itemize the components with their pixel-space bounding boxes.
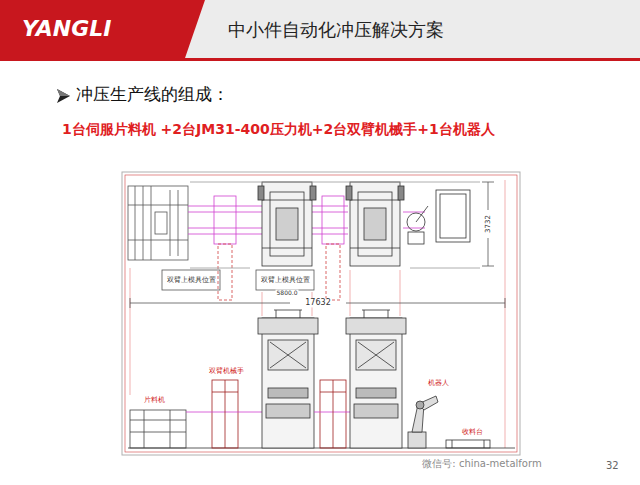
dimension-text: 17632 bbox=[304, 298, 331, 307]
equipment-label: 机器人 bbox=[427, 379, 450, 387]
header-band bbox=[0, 0, 640, 58]
dimension-text: 3732 bbox=[484, 214, 492, 234]
slide-title: 中小件自动化冲压解决方案 bbox=[228, 20, 444, 41]
equipment-label: 收料台 bbox=[461, 428, 484, 436]
drawing-frame bbox=[122, 172, 520, 455]
section-heading: 冲压生产线的组成： bbox=[76, 85, 229, 105]
drawing-border bbox=[125, 175, 517, 452]
logo-band bbox=[0, 0, 205, 58]
logo-text: YANGLI bbox=[22, 16, 112, 41]
header-rule bbox=[0, 58, 640, 61]
plan-view bbox=[128, 182, 494, 300]
line-composition: 1台伺服片料机 +2台JM31-400压力机+2台双臂机械手+1台机器人 bbox=[62, 121, 495, 137]
position-label: 双臂上模具位置 bbox=[261, 276, 310, 284]
elevation-view bbox=[128, 298, 515, 448]
watermark: 微信号: china-metalform bbox=[421, 458, 542, 470]
page-number: 32 bbox=[606, 460, 619, 472]
equipment-label: 片料机 bbox=[143, 396, 166, 404]
position-label: 双臂上模具位置 bbox=[167, 276, 216, 284]
projection-lines bbox=[130, 180, 505, 448]
equipment-label: 双臂机械手 bbox=[208, 367, 245, 375]
dimension-text: 5800.0 bbox=[276, 290, 299, 297]
bullet-arrow bbox=[57, 89, 70, 103]
